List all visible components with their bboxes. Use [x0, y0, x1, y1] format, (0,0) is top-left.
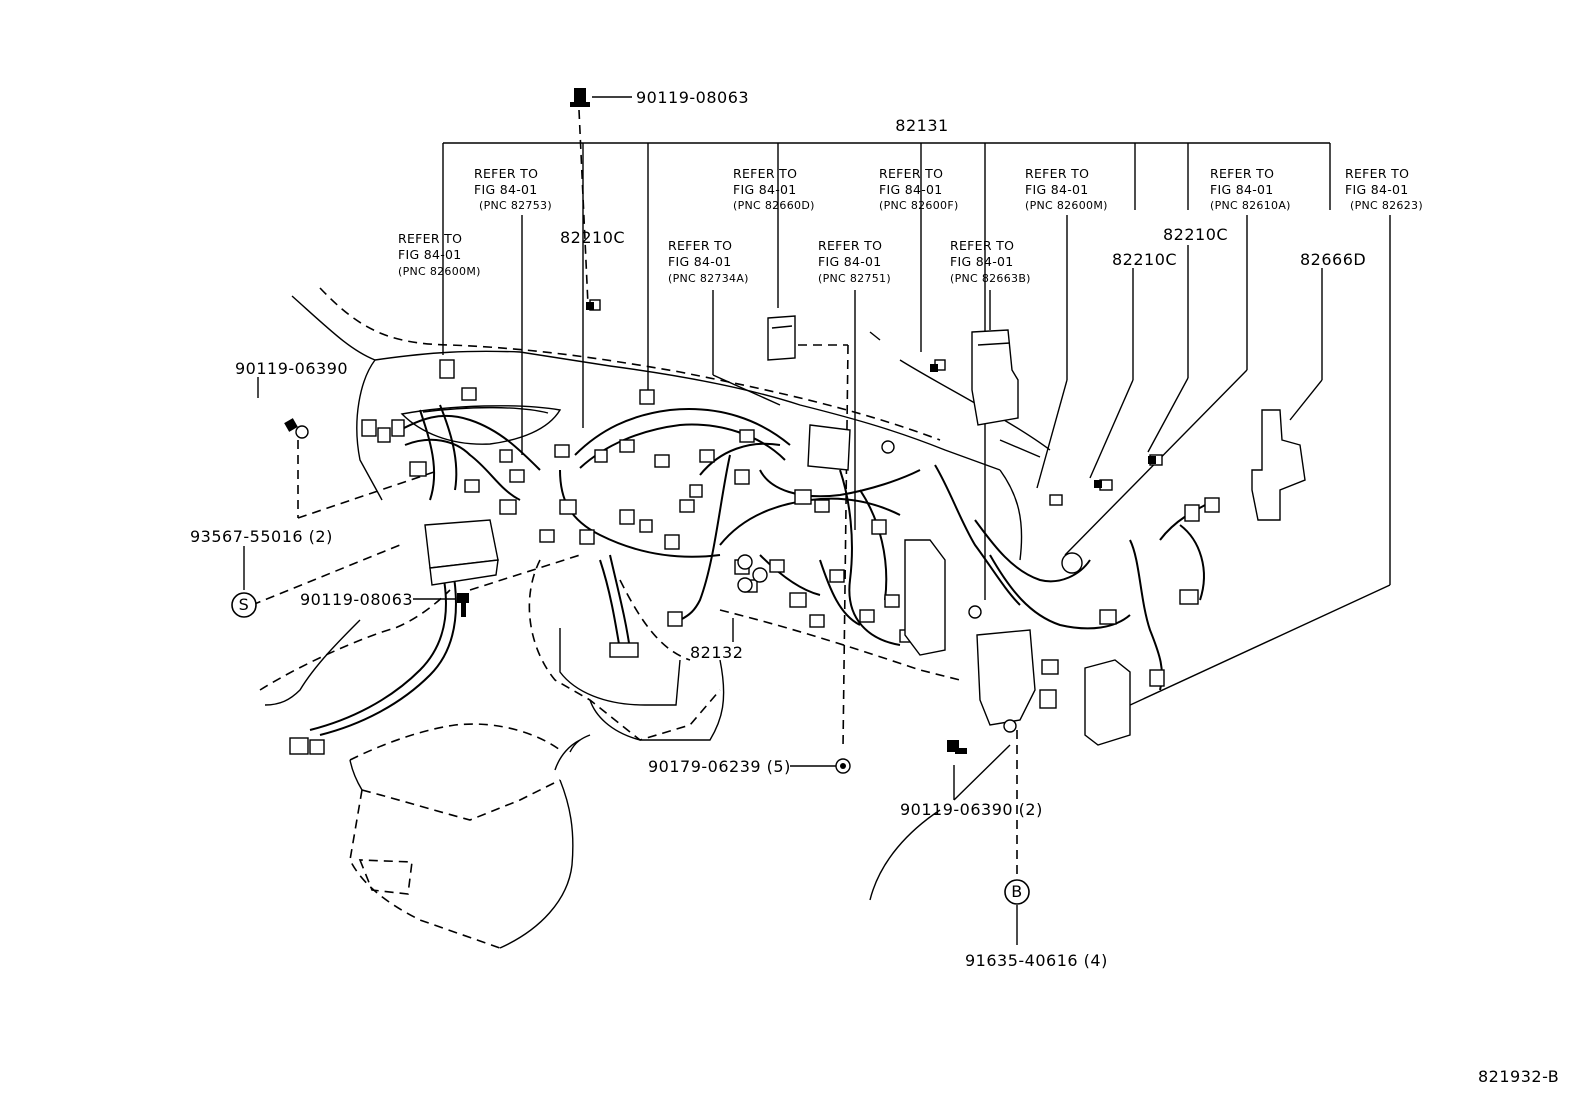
- svg-text:FIG 84-01: FIG 84-01: [733, 182, 797, 197]
- svg-text:REFER TO: REFER TO: [733, 166, 797, 181]
- svg-text:FIG 84-01: FIG 84-01: [1025, 182, 1089, 197]
- svg-text:REFER TO: REFER TO: [818, 238, 882, 253]
- dashed-fastener-lines: [251, 109, 1018, 880]
- part-number-clamp-right-a: 82210C: [1112, 250, 1177, 269]
- svg-text:REFER TO: REFER TO: [1345, 166, 1409, 181]
- svg-text:FIG 84-01: FIG 84-01: [818, 254, 882, 269]
- part-number-bolt-bottom: 90119-06390 (2): [900, 800, 1043, 819]
- part-number-sub-harness: 82132: [690, 643, 743, 662]
- ref-note-82600m-right: REFER TO FIG 84-01 (PNC 82600M): [1025, 166, 1108, 212]
- junction-blocks: [424, 315, 1306, 746]
- nut-bottom-icon: [835, 758, 851, 774]
- ref-note-82600m-left: REFER TO FIG 84-01 (PNC 82600M): [398, 231, 481, 278]
- marker-b: B: [1004, 879, 1030, 905]
- marker-b-label: B: [1011, 882, 1022, 901]
- svg-text:FIG 84-01: FIG 84-01: [1345, 182, 1409, 197]
- svg-text:(PNC 82600F): (PNC 82600F): [879, 199, 959, 212]
- ref-note-82734a: REFER TO FIG 84-01 (PNC 82734A): [668, 238, 749, 285]
- svg-text:(PNC 82753): (PNC 82753): [479, 199, 552, 212]
- ref-note-82753: REFER TO FIG 84-01 (PNC 82753): [474, 166, 552, 212]
- ref-note-82660d: REFER TO FIG 84-01 (PNC 82660D): [733, 166, 815, 212]
- dashboard-outline: [259, 287, 1051, 741]
- marker-s-label: S: [239, 595, 250, 614]
- part-number-82131: 82131: [895, 116, 948, 135]
- svg-text:(PNC 82600M): (PNC 82600M): [1025, 199, 1108, 212]
- part-number-clamp-left: 82210C: [560, 228, 625, 247]
- part-number-clamp-right-b: 82210C: [1163, 225, 1228, 244]
- svg-text:(PNC 82734A): (PNC 82734A): [668, 272, 749, 285]
- clamp-icon: [586, 302, 1156, 488]
- bolt-top-icon: [570, 88, 590, 107]
- callout-labels: 82131 90119-08063 82210C 82210C 82210C 8…: [190, 88, 1559, 1086]
- svg-text:FIG 84-01: FIG 84-01: [398, 247, 462, 262]
- svg-text:REFER TO: REFER TO: [398, 231, 462, 246]
- svg-text:FIG 84-01: FIG 84-01: [668, 254, 732, 269]
- ref-note-82663b: REFER TO FIG 84-01 (PNC 82663B): [950, 238, 1031, 285]
- svg-text:FIG 84-01: FIG 84-01: [950, 254, 1014, 269]
- part-number-bolt-b: 91635-40616 (4): [965, 951, 1108, 970]
- svg-text:REFER TO: REFER TO: [879, 166, 943, 181]
- svg-text:(PNC 82610A): (PNC 82610A): [1210, 199, 1291, 212]
- svg-text:(PNC 82751): (PNC 82751): [818, 272, 891, 285]
- diagram-code: 821932-B: [1478, 1067, 1559, 1086]
- svg-text:(PNC 82623): (PNC 82623): [1350, 199, 1423, 212]
- svg-text:REFER TO: REFER TO: [474, 166, 538, 181]
- part-number-bolt-mid: 90119-08063: [300, 590, 413, 609]
- bolt-mid-icon: [457, 593, 469, 617]
- svg-text:REFER TO: REFER TO: [668, 238, 732, 253]
- svg-text:(PNC 82660D): (PNC 82660D): [733, 199, 815, 212]
- part-number-nut-bottom: 90179-06239 (5): [648, 757, 791, 776]
- svg-text:FIG 84-01: FIG 84-01: [1210, 182, 1274, 197]
- svg-text:(PNC 82600M): (PNC 82600M): [398, 265, 481, 278]
- svg-text:REFER TO: REFER TO: [1025, 166, 1089, 181]
- svg-text:FIG 84-01: FIG 84-01: [879, 182, 943, 197]
- ref-note-82751: REFER TO FIG 84-01 (PNC 82751): [818, 238, 891, 285]
- part-number-bolt-top: 90119-08063: [636, 88, 749, 107]
- ref-note-82600f: REFER TO FIG 84-01 (PNC 82600F): [879, 166, 959, 212]
- part-number-block-right: 82666D: [1300, 250, 1366, 269]
- fasteners: [284, 88, 1156, 774]
- reference-notes: REFER TO FIG 84-01 (PNC 82753) REFER TO …: [398, 166, 1423, 285]
- marker-s: S: [231, 592, 257, 618]
- svg-text:FIG 84-01: FIG 84-01: [474, 182, 538, 197]
- ref-note-82610a: REFER TO FIG 84-01 (PNC 82610A): [1210, 166, 1291, 212]
- ref-note-82623: REFER TO FIG 84-01 (PNC 82623): [1345, 166, 1423, 212]
- svg-text:(PNC 82663B): (PNC 82663B): [950, 272, 1031, 285]
- svg-text:REFER TO: REFER TO: [950, 238, 1014, 253]
- part-number-nut-left: 93567-55016 (2): [190, 527, 333, 546]
- bolt-bottom-icon: [947, 740, 967, 754]
- bolt-left-icon: [284, 418, 309, 439]
- part-number-bolt-left: 90119-06390: [235, 359, 348, 378]
- lower-panel-outline: [349, 579, 941, 949]
- svg-text:REFER TO: REFER TO: [1210, 166, 1274, 181]
